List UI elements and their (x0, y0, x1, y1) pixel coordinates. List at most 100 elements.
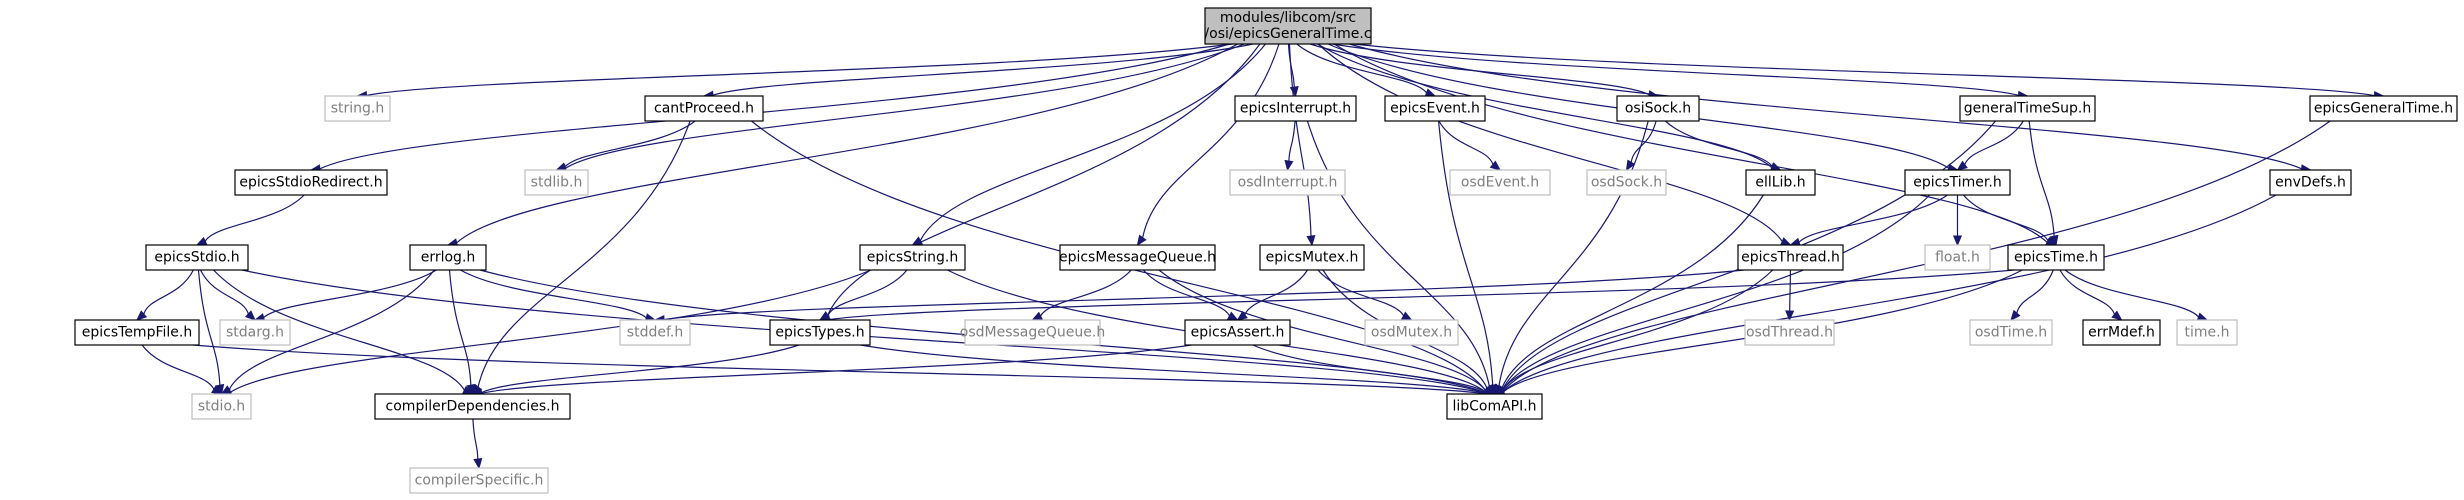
node-err-mdef-h[interactable]: errMdef.h (2082, 319, 2161, 346)
arrowhead (1956, 160, 1968, 171)
edge-line (712, 43, 1254, 96)
node-label: modules/libcom/src (1220, 10, 1356, 26)
node-label: epicsTime.h (2014, 250, 2098, 266)
node-osd-event-h: osdEvent.h (1449, 169, 1551, 196)
node-box (1259, 244, 1365, 271)
edge-epics-types-h-to-lib-com-api-h (860, 344, 1496, 398)
node-epics-stdio-h[interactable]: epicsStdio.h (145, 244, 249, 271)
node-label: epicsStdio.h (154, 250, 239, 266)
arrowhead (1136, 234, 1147, 247)
edge-line (2059, 269, 2116, 315)
edge-line (456, 43, 1238, 244)
node-label: osdInterrupt.h (1238, 175, 1338, 191)
node-epics-timer-h[interactable]: epicsTimer.h (1904, 169, 2011, 196)
node-epics-message-queue-h[interactable]: epicsMessageQueue.h (1059, 244, 1216, 271)
node-stdio-h: stdio.h (191, 393, 252, 420)
edges-layer (136, 43, 2385, 470)
node-epics-types-h[interactable]: epicsTypes.h (769, 319, 871, 346)
edge-root-to-osi-sock-h (1310, 43, 1660, 100)
node-epics-event-h[interactable]: epicsEvent.h (1384, 95, 1486, 122)
node-osd-message-queue-h: osdMessageQueue.h (960, 319, 1105, 346)
edge-line (828, 269, 2015, 321)
edge-line (827, 43, 1261, 316)
node-root: modules/libcom/src/osi/epicsGeneralTime.… (1204, 7, 1372, 45)
edge-line (1310, 43, 1650, 96)
edge-errlog-h-to-stddef-h (460, 269, 657, 323)
edge-env-defs-h-to-lib-com-api-h (1493, 194, 2277, 397)
node-ell-lib-h[interactable]: ellLib.h (1745, 169, 1816, 196)
edge-line (448, 269, 472, 386)
node-label: epicsTypes.h (775, 325, 864, 341)
node-epics-assert-h[interactable]: epicsAssert.h (1184, 319, 1291, 346)
node-epics-stdio-redirect-h[interactable]: epicsStdioRedirect.h (234, 169, 388, 196)
edge-line (1630, 120, 1657, 163)
edge-epics-interrupt-h-to-osd-interrupt-h (1284, 120, 1296, 172)
edge-line (143, 269, 194, 315)
node-epics-thread-h[interactable]: epicsThread.h (1737, 244, 1844, 271)
node-env-defs-h[interactable]: envDefs.h (2269, 169, 2352, 196)
edge-epics-stdio-h-to-stdarg-h (199, 269, 256, 321)
edge-line (564, 120, 696, 168)
node-box (2007, 244, 2105, 271)
node-label: epicsMutex.h (1266, 250, 1359, 266)
node-box (2176, 319, 2238, 346)
node-label: float.h (1935, 250, 1980, 266)
edge-line (1349, 43, 2302, 170)
node-box (1364, 319, 1459, 346)
edge-line (2064, 269, 2199, 318)
edge-epics-event-h-to-osd-event-h (1438, 120, 1502, 171)
node-osd-mutex-h: osdMutex.h (1364, 319, 1459, 346)
edge-line (663, 269, 1745, 321)
edge-epics-timer-h-to-lib-com-api-h (1493, 194, 1931, 395)
node-compiler-dependencies-h[interactable]: compilerDependencies.h (374, 393, 571, 420)
node-epics-temp-file-h[interactable]: epicsTempFile.h (74, 319, 200, 346)
node-errlog-h[interactable]: errlog.h (409, 244, 487, 271)
node-box (1924, 244, 1991, 271)
arrowhead (2111, 310, 2123, 321)
node-osi-sock-h[interactable]: osiSock.h (1616, 95, 1700, 122)
node-epics-general-time-h[interactable]: epicsGeneralTime.h (2309, 95, 2458, 122)
node-box (1616, 95, 1700, 122)
edge-epics-message-queue-h-to-osd-message-queue-h (1031, 269, 1132, 321)
node-label: envDefs.h (2275, 175, 2346, 191)
arrowhead (1400, 311, 1413, 321)
node-box (409, 244, 487, 271)
edge-compiler-dependencies-h-to-compiler-specific-h (472, 418, 483, 470)
arrowhead (1625, 159, 1636, 172)
edge-line (1353, 43, 2375, 97)
node-label: epicsStdioRedirect.h (239, 175, 382, 191)
node-stdarg-h: stdarg.h (219, 319, 291, 346)
edge-root-to-general-time-sup-h (1332, 43, 2029, 100)
node-label: epicsEvent.h (1390, 101, 1480, 117)
node-lib-com-api-h[interactable]: libComAPI.h (1446, 393, 1543, 420)
node-box (1744, 319, 1835, 346)
edge-epics-thread-h-to-osd-thread-h (1785, 269, 1795, 322)
node-box (1959, 95, 2096, 122)
arrowhead (1236, 310, 1248, 321)
edge-line (1789, 269, 1792, 312)
node-label: osiSock.h (1625, 101, 1691, 117)
edge-line (1288, 120, 1296, 162)
node-box (1904, 169, 2011, 196)
node-epics-string-h[interactable]: epicsString.h (859, 244, 966, 271)
node-general-time-sup-h[interactable]: generalTimeSup.h (1959, 95, 2096, 122)
node-box (619, 319, 691, 346)
node-compiler-specific-h: compilerSpecific.h (409, 467, 549, 494)
node-cant-proceed-h[interactable]: cantProceed.h (644, 95, 764, 122)
node-label: stdlib.h (531, 175, 583, 191)
node-float-h: float.h (1924, 244, 1991, 271)
node-epics-interrupt-h[interactable]: epicsInterrupt.h (1234, 95, 1357, 122)
node-label: errlog.h (421, 250, 476, 266)
node-epics-mutex-h[interactable]: epicsMutex.h (1259, 244, 1365, 271)
node-osd-thread-h: osdThread.h (1744, 319, 1835, 346)
edge-line (860, 344, 1486, 394)
edge-line (751, 120, 1487, 392)
node-epics-time-h[interactable]: epicsTime.h (2007, 244, 2105, 271)
node-box (1184, 319, 1291, 346)
arrowhead (1306, 235, 1316, 247)
edge-line (366, 43, 1233, 97)
node-label: errMdef.h (2088, 325, 2155, 341)
edge-epics-time-h-to-err-mdef-h (2059, 269, 2123, 321)
node-label: epicsString.h (867, 250, 959, 266)
